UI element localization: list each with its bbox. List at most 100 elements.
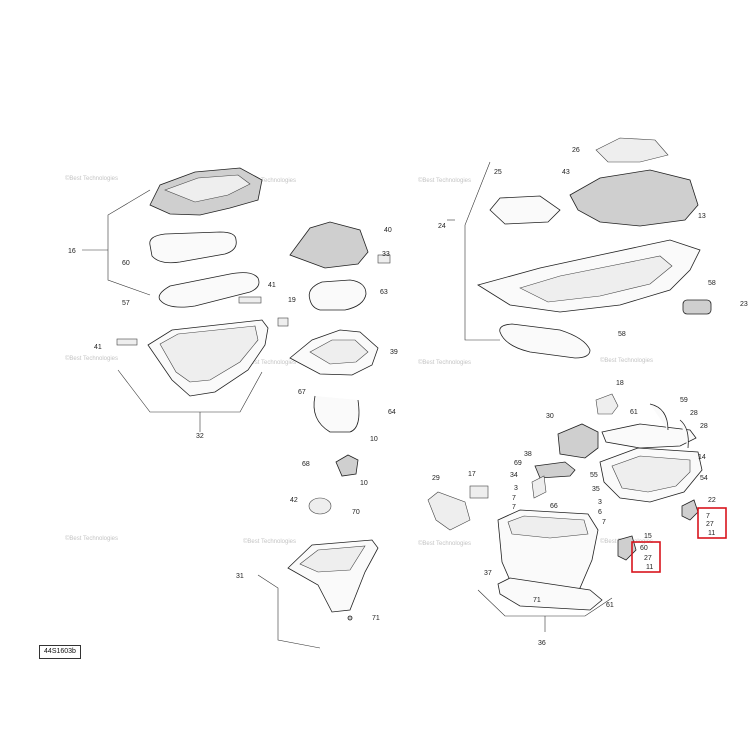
cap-18 bbox=[595, 393, 619, 415]
callout: 7 bbox=[706, 513, 710, 520]
deck-pad-25 bbox=[489, 195, 561, 225]
watermark: ©Best Technologies bbox=[65, 175, 118, 182]
callout: 23 bbox=[740, 301, 748, 308]
bracket-29 bbox=[427, 491, 471, 531]
callout: 36 bbox=[538, 640, 546, 647]
bracket-41-left bbox=[116, 338, 138, 346]
callout: 18 bbox=[616, 380, 624, 387]
hinge-68 bbox=[335, 454, 359, 477]
callout: 66 bbox=[550, 503, 558, 510]
callout: 19 bbox=[288, 297, 296, 304]
watermark: ©Best Technologies bbox=[418, 177, 471, 184]
callout: 15 bbox=[644, 533, 652, 540]
callout: 41 bbox=[94, 344, 102, 351]
callout: 69 bbox=[514, 460, 522, 467]
callout: 24 bbox=[438, 223, 446, 230]
callout: 30 bbox=[546, 413, 554, 420]
callout: 63 bbox=[380, 289, 388, 296]
gasket-60 bbox=[149, 231, 237, 264]
lever-34 bbox=[531, 475, 547, 499]
watermark: ©Best Technologies bbox=[65, 535, 118, 542]
watermark: ©Best Technologies bbox=[243, 538, 296, 545]
highlight-box-middle bbox=[631, 541, 661, 573]
front-storage-bin-inner bbox=[159, 325, 259, 383]
callout: 10 bbox=[360, 480, 368, 487]
front-storage-assembly bbox=[82, 167, 269, 432]
callout: 17 bbox=[468, 471, 476, 478]
callout: 55 bbox=[590, 472, 598, 479]
callout: 40 bbox=[384, 227, 392, 234]
rear-bin-14-inner bbox=[611, 455, 691, 493]
deck-mat-43 bbox=[569, 169, 699, 227]
callout: 27 bbox=[706, 521, 714, 528]
callout: 27 bbox=[644, 555, 652, 562]
callout: 7 bbox=[512, 495, 516, 502]
cable-28 bbox=[679, 419, 689, 449]
callout: 61 bbox=[630, 409, 638, 416]
seal-42 bbox=[308, 497, 332, 515]
cable-59 bbox=[649, 403, 669, 431]
callout: 54 bbox=[700, 475, 708, 482]
callout: 37 bbox=[484, 570, 492, 577]
deck-pad-26 bbox=[595, 137, 669, 163]
callout: 60 bbox=[640, 545, 648, 552]
callout: 71 bbox=[533, 597, 541, 604]
watermark: ©Best Technologies bbox=[243, 177, 296, 184]
callout: 42 bbox=[290, 497, 298, 504]
rear-bin-37-inner bbox=[507, 515, 589, 539]
gasket-63 bbox=[308, 279, 367, 311]
watermark: ©Best Technologies bbox=[418, 359, 471, 366]
callout: 25 bbox=[494, 169, 502, 176]
callout: 11 bbox=[646, 564, 653, 571]
highlight-frames bbox=[631, 507, 727, 573]
callout: 10 bbox=[370, 436, 378, 443]
callout: 35 bbox=[592, 486, 600, 493]
cable-64 bbox=[313, 395, 360, 433]
glovebox-lid-40 bbox=[289, 221, 369, 269]
callout: 41 bbox=[268, 282, 276, 289]
highlight-box-right bbox=[697, 507, 727, 539]
latch-17 bbox=[469, 485, 489, 499]
callout: 67 bbox=[298, 389, 306, 396]
front-storage-cover-top bbox=[164, 174, 251, 203]
callout: 58 bbox=[618, 331, 626, 338]
glovebox-frame-inner bbox=[309, 339, 369, 365]
watermark: ©Best Technologies bbox=[418, 540, 471, 547]
callout: 16 bbox=[68, 248, 76, 255]
bracket-41-top bbox=[238, 296, 262, 304]
gasket-58-lower bbox=[499, 323, 591, 359]
callout: 57 bbox=[122, 300, 130, 307]
callout: 3 bbox=[598, 499, 602, 506]
storage-cup-31-opening bbox=[299, 545, 366, 573]
rear-storage-assembly bbox=[427, 393, 703, 632]
callout: 43 bbox=[562, 169, 570, 176]
callout: 14 bbox=[698, 454, 706, 461]
cover-30 bbox=[557, 423, 599, 459]
callout: 31 bbox=[236, 573, 244, 580]
deck-assembly bbox=[447, 137, 712, 359]
callout: 3 bbox=[514, 485, 518, 492]
diagram-code-label: 44S1603b bbox=[39, 645, 81, 659]
callout: 71 bbox=[372, 615, 380, 622]
latch-33 bbox=[377, 254, 391, 264]
clip-19 bbox=[277, 317, 289, 327]
gasket-57 bbox=[158, 272, 260, 308]
watermark: ©Best Technologies bbox=[243, 359, 296, 366]
gasket-61-top bbox=[601, 423, 697, 449]
callout: 13 bbox=[698, 213, 706, 220]
callout: 28 bbox=[700, 423, 708, 430]
callout: 7 bbox=[512, 504, 516, 511]
callout-labels: 16 60 57 41 32 40 33 63 41 19 39 67 64 1… bbox=[68, 147, 748, 647]
glovebox-assembly bbox=[257, 221, 391, 649]
callout: 59 bbox=[680, 397, 688, 404]
callout: 60 bbox=[122, 260, 130, 267]
deck-13-inner bbox=[519, 255, 673, 303]
callout: 61 bbox=[606, 602, 614, 609]
callout: 28 bbox=[690, 410, 698, 417]
callout: 70 bbox=[352, 509, 360, 516]
gasket-61-bottom bbox=[497, 577, 603, 611]
callout: 32 bbox=[196, 433, 204, 440]
callout: 39 bbox=[390, 349, 398, 356]
callout: 33 bbox=[382, 251, 390, 258]
